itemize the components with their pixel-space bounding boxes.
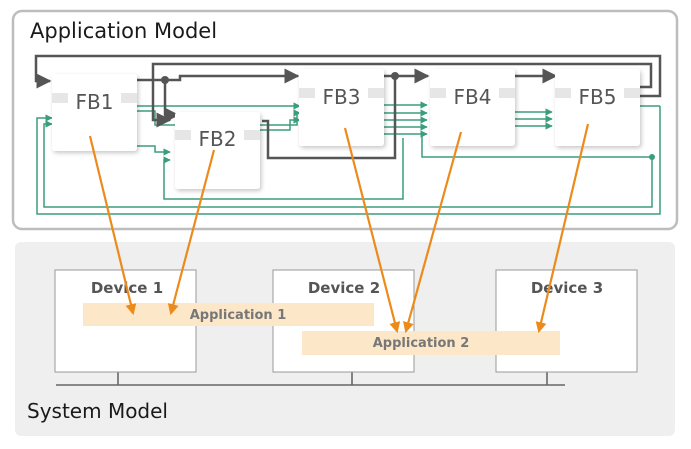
data-connection bbox=[43, 120, 653, 208]
network-bus bbox=[56, 372, 565, 386]
device-3-label: Device 3 bbox=[531, 279, 603, 297]
function-block-fb4: FB4 bbox=[430, 69, 515, 146]
event-connection bbox=[262, 76, 397, 160]
data-connection bbox=[163, 138, 404, 200]
function-block-fb3: FB3 bbox=[299, 69, 384, 146]
mapping-arrow-fb5 bbox=[535, 123, 590, 334]
fb3-label: FB3 bbox=[323, 85, 361, 109]
fb2-label: FB2 bbox=[199, 127, 237, 151]
event-connection bbox=[165, 68, 300, 84]
device-2-label: Device 2 bbox=[308, 279, 380, 297]
application-1-band bbox=[83, 303, 374, 326]
data-connection bbox=[137, 145, 171, 156]
mapping-arrow-fb4 bbox=[403, 131, 463, 334]
mapping-arrow-fb2 bbox=[167, 149, 216, 316]
application-1-label: Application 1 bbox=[190, 308, 287, 323]
data-junction-dot bbox=[649, 154, 655, 160]
data-connections bbox=[36, 101, 661, 215]
event-junction-dot bbox=[391, 72, 399, 80]
event-connections bbox=[34, 54, 662, 160]
mapping-arrow-fb1 bbox=[88, 135, 137, 316]
application-2-label: Application 2 bbox=[373, 336, 470, 351]
application-model-title: Application Model bbox=[30, 19, 217, 43]
system-model-title: System Model bbox=[27, 399, 168, 423]
event-connection bbox=[151, 62, 653, 128]
mapping-arrow-fb3 bbox=[343, 127, 401, 334]
mapping-arrows bbox=[88, 123, 590, 334]
data-connection bbox=[421, 136, 652, 158]
application-2-band bbox=[302, 331, 560, 355]
fb5-label: FB5 bbox=[579, 85, 617, 109]
function-block-fb5: FB5 bbox=[555, 69, 640, 146]
event-junction-dot bbox=[161, 76, 169, 84]
function-block-fb1: FB1 bbox=[52, 74, 137, 151]
event-connection bbox=[34, 54, 662, 98]
fb1-label: FB1 bbox=[76, 90, 114, 114]
data-connection bbox=[260, 116, 301, 131]
function-block-fb2: FB2 bbox=[175, 112, 260, 189]
data-connection bbox=[36, 106, 661, 215]
event-connection bbox=[163, 80, 180, 123]
fb4-label: FB4 bbox=[454, 85, 492, 109]
